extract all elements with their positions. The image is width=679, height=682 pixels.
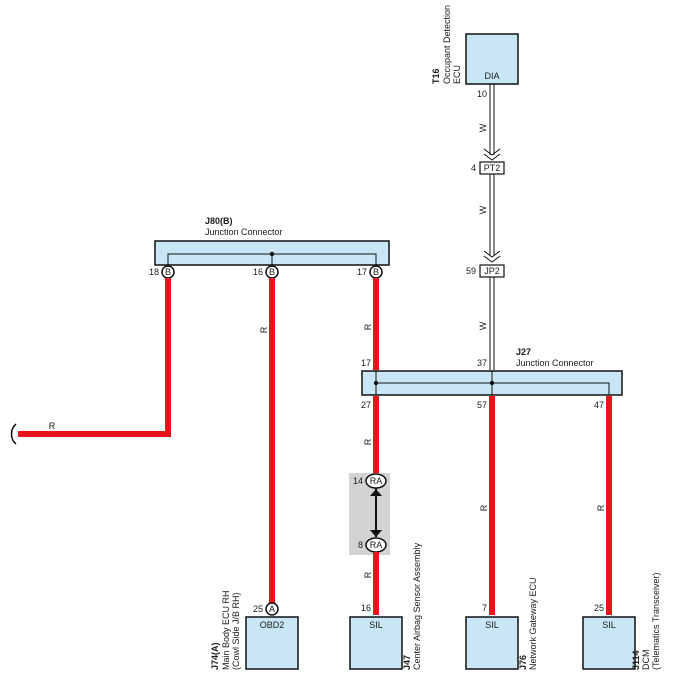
j76-name: Network Gateway ECU [528,577,538,670]
ra-pin-8: 8 [358,540,363,550]
wire-jp2-j27: W [478,277,495,370]
chevron-icon [483,255,501,263]
j27-pin-37: 37 [477,358,487,368]
j47-name: Center Airbag Sensor Assembly [412,542,422,670]
j74-pin: 25 [253,604,263,614]
red-wire-j27-ra: R [363,396,379,474]
red-wire-j80-pin17: R [363,278,379,370]
red-wire-j80-pin16: R [259,278,275,603]
ra-connector: RA 14 RA 8 [349,473,390,555]
pt2-connector: PT2 4 [471,161,505,175]
t16-box [465,33,519,85]
jp2-connector: JP2 59 [466,264,505,278]
jp2-pin: 59 [466,266,476,276]
chevron-icon [483,153,501,161]
j76-pin: 7 [482,603,487,613]
red-wire-ra-j47: R [363,552,379,615]
j47-component: 16 SIL J47 Center Airbag Sensor Assembly [349,542,422,670]
j114-name-line1: DCM [641,650,651,671]
j80-pin-16: 16 [253,267,263,277]
wire-color-r-left: R [49,421,56,431]
ra-label-top: RA [370,476,383,486]
jp2-label: JP2 [484,266,500,276]
t16-component: DIA T16 Occupant Detection ECU 10 [431,5,519,99]
t16-pin: 10 [477,89,487,99]
pt2-label: PT2 [484,163,501,173]
wire-color-r-2: R [259,326,269,333]
j74-name-line1: Main Body ECU RH [221,590,231,670]
pt2-pin: 4 [471,163,476,173]
wire-color-w-2: W [478,205,488,214]
j74-terminal-label: OBD2 [260,620,285,630]
arrow-up-icon [370,489,382,496]
j27-pin-47: 47 [594,400,604,410]
j27-pin-57: 57 [477,400,487,410]
j76-code: J76 [518,655,528,670]
j76-terminal-label: SIL [485,620,499,630]
wire-pt2-jp2: W [478,174,501,263]
j80-pin-18: 18 [149,267,159,277]
j47-pin: 16 [361,603,371,613]
red-wire-j80-pin18: R [10,278,171,445]
t16-terminal-label: DIA [484,71,499,81]
j114-component: 25 SIL J114 DCM (Telematics Transceiver) [582,572,661,671]
t16-code: T16 [431,68,441,84]
wire-break-icon [10,423,17,445]
j74-pin-letter: A [269,604,275,614]
chevron-icon [483,148,501,156]
j27-pin-17: 17 [361,358,371,368]
red-wire-j27-j114: R [596,396,612,615]
j47-terminal-label: SIL [369,620,383,630]
j114-terminal-label: SIL [602,620,616,630]
j74-name-line2: (Cowl Side J/B RH) [231,592,241,670]
j114-name-line2: (Telematics Transceiver) [651,572,661,670]
j27-code: J27 [516,347,531,357]
j80-pin-letter-1: B [165,267,171,277]
j80-pin-17: 17 [357,267,367,277]
wire-t16-pt2: W [478,84,501,161]
j76-component: 7 SIL J76 Network Gateway ECU [465,577,538,670]
j114-pin: 25 [594,603,604,613]
chevron-icon [483,250,501,258]
j80-pin-letter-3: B [373,267,379,277]
j74-component: A 25 OBD2 J74(A) Main Body ECU RH (Cowl … [210,590,299,670]
ra-label-bottom: RA [370,540,383,550]
j27-pin-27: 27 [361,400,371,410]
j114-code: J114 [631,650,641,670]
ra-pin-14: 14 [353,476,363,486]
red-wire-j27-j76: R [479,396,495,615]
wire-color-r-3: R [363,323,373,330]
wire-color-r-7: R [596,504,606,511]
wire-color-r-6: R [479,504,489,511]
j80-connector: J80(B) Junction Connector B B B 18 16 17 [149,216,390,279]
j74-code: J74(A) [210,642,220,670]
j80-code: J80(B) [205,216,233,226]
wire-color-r-5: R [363,571,373,578]
t16-name-line1: Occupant Detection [442,5,452,84]
j80-name: Junction Connector [205,227,283,237]
wire-color-w-1: W [478,123,488,132]
j47-code: J47 [402,655,412,670]
j27-name: Junction Connector [516,358,594,368]
t16-name-line2: ECU [452,65,462,84]
j27-connector: J27 Junction Connector 17 37 27 57 47 [361,347,623,410]
j80-pin-letter-2: B [269,267,275,277]
wire-color-r-4: R [363,438,373,445]
wire-color-w-3: W [478,321,488,330]
arrow-down-icon [370,530,382,537]
